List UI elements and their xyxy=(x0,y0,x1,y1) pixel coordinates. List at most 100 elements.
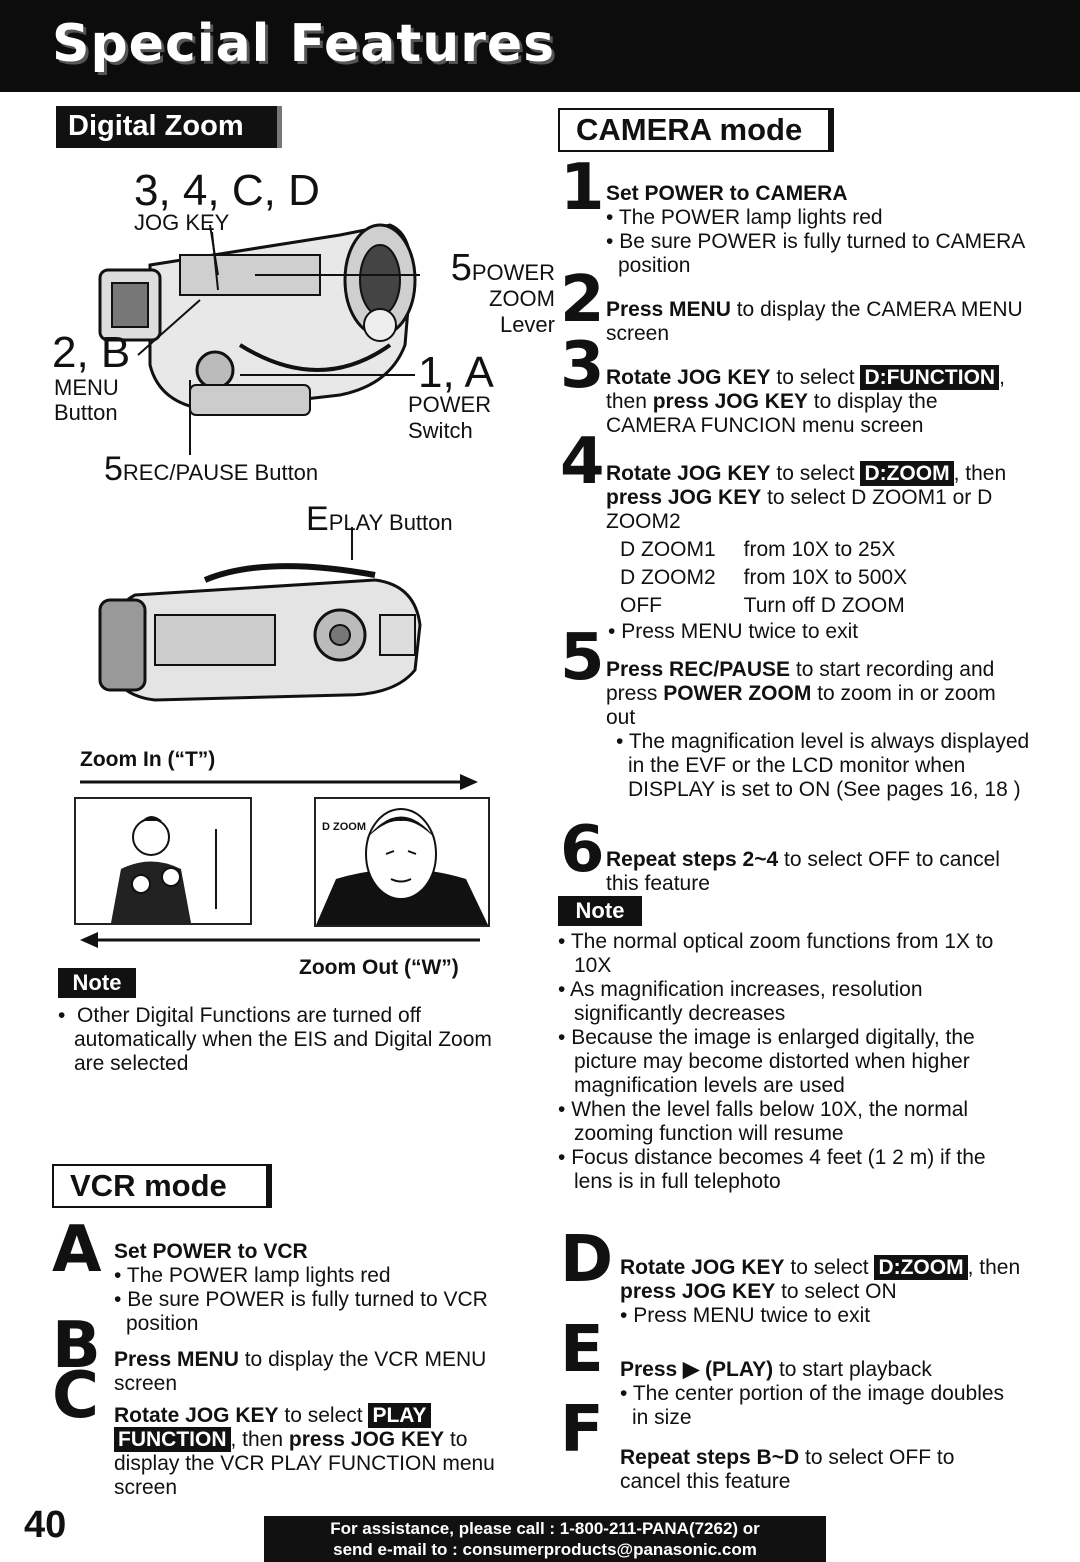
step-c-rotate: Rotate JOG KEY xyxy=(114,1404,279,1427)
step-4-bullet: Press MENU twice to exit xyxy=(621,620,859,643)
step-5-mid: to start recording and press xyxy=(606,658,995,705)
table-cell: from 10X to 25X xyxy=(743,538,896,561)
step-a-bullet-2: Be sure POWER is fully turned to VCR pos… xyxy=(126,1288,488,1335)
step-e-text: Press ▶ (PLAY) to start playback • The c… xyxy=(620,1358,1005,1429)
step-3-press: press JOG KEY xyxy=(652,390,808,413)
step-5-bold: Press REC/PAUSE xyxy=(606,658,791,681)
step-d-then: , then xyxy=(967,1256,1021,1279)
step-d-text: Rotate JOG KEY to select D:ZOOM, then pr… xyxy=(620,1255,1021,1327)
play-menu-tag: PLAY xyxy=(368,1403,431,1428)
step-3-then: , then xyxy=(606,366,1005,413)
callout-rec-pause: 5REC/PAUSE Button xyxy=(104,450,318,489)
right-note-list: • The normal optical zoom functions from… xyxy=(558,930,994,1193)
table-cell: Turn off D ZOOM xyxy=(743,594,905,617)
step-e-bullet: The center portion of the image doubles … xyxy=(632,1382,1005,1429)
step-1-title: Set POWER to CAMERA xyxy=(606,182,848,205)
page-number: 40 xyxy=(24,1504,67,1546)
callout-rec-num: 5 xyxy=(104,450,123,488)
callout-lever-text: Lever xyxy=(499,312,555,337)
step-a-key: A xyxy=(52,1213,102,1287)
step-d-mid: to select xyxy=(784,1256,875,1279)
step-d-key: D xyxy=(560,1223,614,1297)
step-2-bold: Press MENU xyxy=(606,298,731,321)
callout-1-a: 1, A xyxy=(418,348,494,397)
digital-zoom-heading-text: Digital Zoom xyxy=(68,110,244,142)
footer-line-1: For assistance, please call : 1-800-211-… xyxy=(330,1519,760,1538)
step-2-text: Press MENU to display the CAMERA MENU sc… xyxy=(606,298,1026,346)
step-6-rest: to select OFF to cancel this feature xyxy=(606,848,1000,895)
step-5-rest: to zoom in or zoom out xyxy=(606,682,996,729)
callout-power-zoom: 5POWER ZOOM Lever xyxy=(440,249,555,338)
callout-lines xyxy=(137,231,415,560)
footer-line-2: send e-mail to : consumerproducts@panaso… xyxy=(333,1540,757,1559)
page-title: Special Features xyxy=(52,14,556,74)
step-3-mid: to select xyxy=(770,366,861,389)
callout-power-text: POWER xyxy=(471,260,555,285)
step-4-rotate: Rotate JOG KEY xyxy=(606,462,771,485)
vcr-mode-heading-text: VCR mode xyxy=(70,1168,227,1203)
callout-3-4-c-d: 3, 4, C, D xyxy=(134,166,320,215)
callout-2-b: 2, B xyxy=(52,328,131,377)
callout-zoom-text: ZOOM xyxy=(489,286,555,311)
note-item: As magnification increases, resolution s… xyxy=(570,978,923,1025)
camera-mode-heading-text: CAMERA mode xyxy=(576,112,803,147)
left-note-badge: Note xyxy=(58,968,136,998)
step-e-key: E xyxy=(560,1313,604,1387)
step-4-mid: to select xyxy=(770,462,861,485)
step-2-key: 2 xyxy=(560,263,605,337)
step-5-bullet: The magnification level is always displa… xyxy=(628,730,1030,801)
step-5-key: 5 xyxy=(560,621,605,695)
callout-menu-text: MENU xyxy=(54,375,119,400)
zoom-out-label: Zoom Out (“W”) xyxy=(299,956,459,979)
step-2-rest: to display the CAMERA MENU screen xyxy=(606,298,1023,345)
callout-power-switch-2: Switch xyxy=(408,418,473,443)
step-c-rest: to display the VCR PLAY FUNCTION menu sc… xyxy=(114,1428,495,1499)
d-zoom-menu-tag: D:ZOOM xyxy=(860,461,954,486)
assistance-footer: For assistance, please call : 1-800-211-… xyxy=(264,1516,826,1562)
function-menu-tag: FUNCTION xyxy=(114,1427,231,1452)
note-item: Focus distance becomes 4 feet (1 2 m) if… xyxy=(571,1146,986,1193)
step-6-bold: Repeat steps 2~4 xyxy=(606,848,779,871)
step-d-bullet: Press MENU twice to exit xyxy=(633,1304,871,1327)
zoom-tele-image: D ZOOM xyxy=(314,797,490,927)
camera-mode-heading: CAMERA mode xyxy=(558,108,834,152)
callout-play-button: EPLAY Button xyxy=(306,500,453,539)
step-a-text: Set POWER to VCR • The POWER lamp lights… xyxy=(114,1240,534,1336)
step-1-bullet-2: Be sure POWER is fully turned to CAMERA … xyxy=(618,230,1025,277)
callout-power-switch-1: POWER xyxy=(408,392,492,417)
step-e-rest: to start playback xyxy=(773,1358,932,1381)
step-4-key: 4 xyxy=(560,425,605,499)
step-c-press: press JOG KEY xyxy=(288,1428,445,1451)
step-3-rotate: Rotate JOG KEY xyxy=(606,366,771,389)
step-f-bold: Repeat steps B~D xyxy=(620,1446,800,1469)
step-d-press: press JOG KEY xyxy=(620,1280,776,1303)
left-note-label: Note xyxy=(72,970,122,995)
step-1-bullet-1: The POWER lamp lights red xyxy=(618,206,883,229)
step-c-key: C xyxy=(52,1359,99,1433)
callout-play-label: PLAY Button xyxy=(328,510,453,535)
zoom-wide-image xyxy=(74,797,252,925)
right-note-badge: Note xyxy=(558,896,642,926)
step-c-text: Rotate JOG KEY to select PLAY FUNCTION, … xyxy=(114,1403,534,1500)
step-d-rotate: Rotate JOG KEY xyxy=(620,1256,785,1279)
step-c-mid: to select xyxy=(278,1404,369,1427)
step-5-power-zoom: POWER ZOOM xyxy=(663,682,812,705)
step-1-text: Set POWER to CAMERA • The POWER lamp lig… xyxy=(606,182,1025,277)
step-3-text: Rotate JOG KEY to select D:FUNCTION, the… xyxy=(606,365,1026,438)
callout-rec-label: REC/PAUSE Button xyxy=(122,460,319,485)
step-1-key: 1 xyxy=(560,151,605,225)
step-f-key: F xyxy=(560,1393,604,1467)
table-row: OFF Turn off D ZOOM xyxy=(620,592,935,620)
digital-zoom-heading: Digital Zoom xyxy=(56,106,282,148)
right-note-label: Note xyxy=(575,898,625,923)
table-cell: D ZOOM1 xyxy=(620,538,716,561)
left-note-bullet: Other Digital Functions are turned off a… xyxy=(74,1004,492,1075)
callout-jog-key: JOG KEY xyxy=(134,210,230,235)
step-4-text: Rotate JOG KEY to select D:ZOOM, then pr… xyxy=(606,461,1007,643)
step-6-text: Repeat steps 2~4 to select OFF to cancel… xyxy=(606,848,1026,896)
table-cell: OFF xyxy=(620,594,662,617)
step-a-bullet-1: The POWER lamp lights red xyxy=(126,1264,391,1287)
table-row: D ZOOM1 from 10X to 25X xyxy=(620,536,935,564)
